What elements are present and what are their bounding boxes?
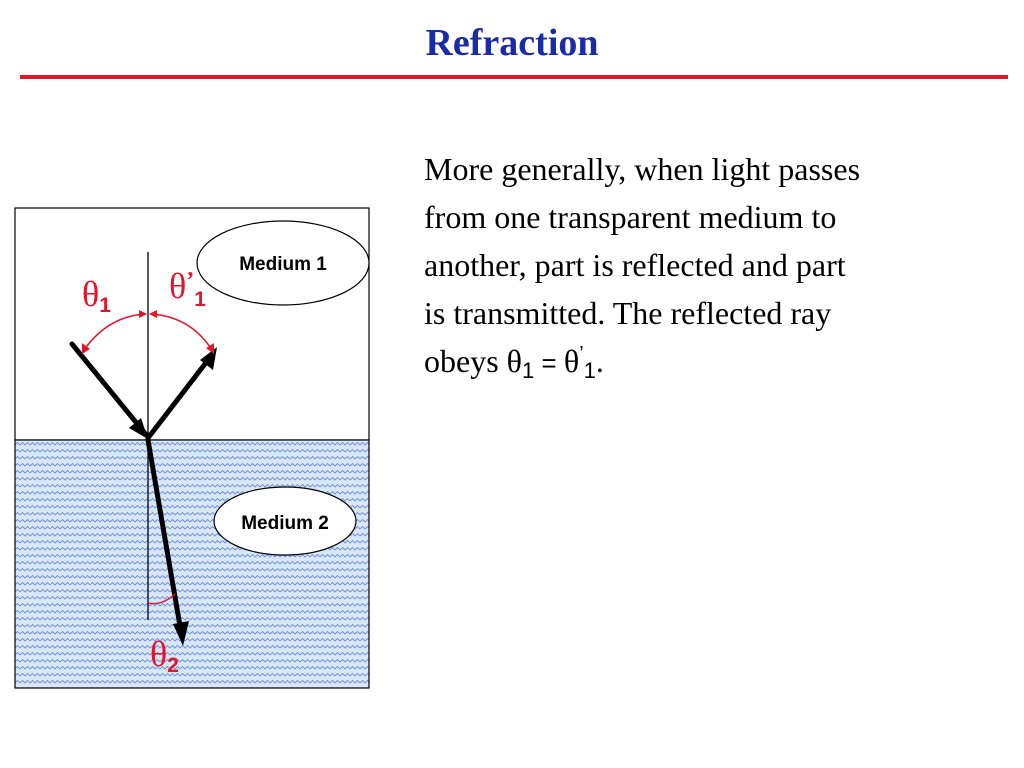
body-line-1: More generally, when light passes: [424, 151, 861, 187]
equation-period: .: [595, 343, 604, 379]
title-underline: [20, 75, 1008, 79]
theta1-prime-arc-arrow-left: [149, 310, 157, 318]
medium-2-label: Medium 2: [241, 513, 329, 534]
incident-ray: [69, 341, 151, 440]
refracted-ray-arrowhead: [173, 621, 189, 646]
medium-2-region: [14, 439, 370, 689]
body-line-5-prefix: obeys: [424, 343, 507, 379]
medium-1-ellipse: [196, 220, 370, 306]
body-line-4: is transmitted. The reflected ray: [424, 295, 832, 331]
theta1-prime-subscript: 1: [194, 288, 206, 311]
theta1-symbol: θ: [82, 274, 99, 314]
theta1-prime-mark: ’: [186, 268, 194, 294]
reflected-ray: [145, 357, 211, 441]
body-text: More generally, when light passes from o…: [424, 145, 1004, 390]
body-line-2: from one transparent medium to: [424, 199, 837, 235]
incident-ray-arrowhead: [129, 418, 148, 439]
equation-subscript-1: 1: [521, 358, 535, 383]
theta1-arc-arrow-right: [139, 310, 147, 318]
theta1-prime-symbol: θ: [169, 266, 186, 306]
equation-prime-mark: ’: [579, 343, 584, 365]
theta2-symbol: θ: [150, 634, 167, 674]
body-line-3: another, part is reflected and part: [424, 247, 846, 283]
medium-2-ellipse: [213, 486, 357, 556]
medium-1-label: Medium 1: [239, 254, 327, 275]
theta1-arc-arrow-left: [82, 343, 90, 354]
equation-subscript-1-prime: 1: [583, 358, 596, 383]
equation-theta-1-prime: θ: [563, 343, 580, 379]
theta2-subscript: 2: [167, 654, 179, 677]
theta1-prime-arc: [149, 313, 213, 351]
slide-title: Refraction: [425, 22, 599, 64]
theta1-subscript: 1: [99, 294, 111, 317]
theta2-label: θ2: [150, 634, 179, 677]
theta1-prime-arc-arrow-right: [206, 343, 214, 354]
equation-theta-1: θ: [506, 343, 522, 379]
theta1-label: θ1: [82, 274, 111, 317]
equation-equals: =: [534, 348, 564, 378]
theta2-arc: [147, 593, 176, 605]
body-line-5: obeys θ1 = θ’1.: [424, 337, 1004, 390]
theta1-prime-label: θ’1: [169, 266, 206, 311]
